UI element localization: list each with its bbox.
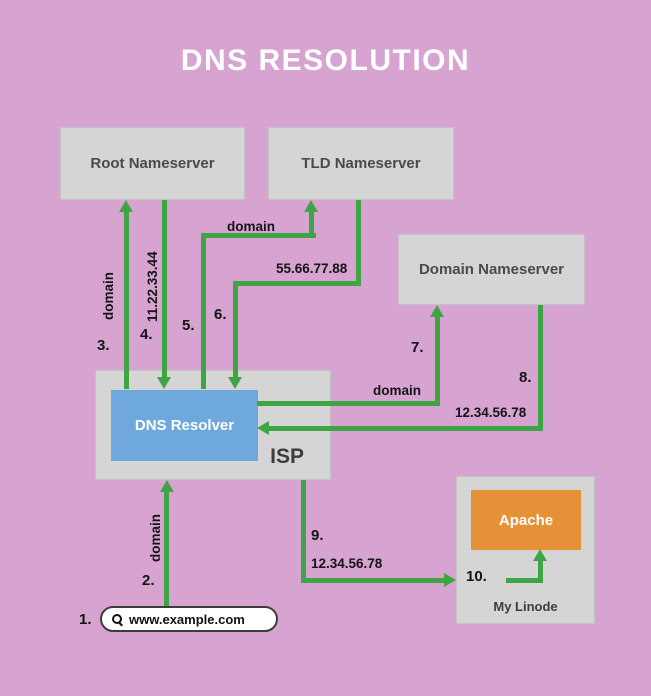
arrow-step2-head — [160, 480, 174, 492]
step-2-number: 2. — [142, 572, 155, 589]
arrow-step7-line-vertical — [435, 317, 440, 406]
my-linode-box: Apache My Linode — [456, 476, 595, 624]
domain-nameserver-label: Domain Nameserver — [418, 261, 565, 278]
apache-label: Apache — [498, 511, 554, 529]
arrow-step9-line-vertical — [301, 480, 306, 583]
search-input[interactable]: www.example.com — [100, 606, 278, 632]
step-8-number: 8. — [519, 369, 532, 386]
search-value: www.example.com — [129, 611, 245, 627]
arrow-step6-line-horizontal — [233, 281, 361, 286]
step-7-number: 7. — [411, 339, 424, 356]
step-7-arrow-label: domain — [373, 383, 422, 398]
arrow-step8-head — [257, 421, 269, 435]
arrow-step9-line-horizontal — [301, 578, 444, 583]
arrow-step5-line-up — [309, 212, 314, 238]
arrow-step9-head — [444, 573, 456, 587]
step-2-arrow-label: domain — [148, 513, 163, 562]
root-nameserver-box: Root Nameserver — [60, 127, 245, 200]
my-linode-label: My Linode — [493, 599, 558, 614]
step-5-number: 5. — [182, 317, 195, 334]
arrow-step10-line-vertical — [538, 560, 543, 583]
dns-resolver-label: DNS Resolver — [134, 417, 235, 434]
arrow-step10-line-horizontal — [506, 578, 543, 583]
arrow-step8-line-horizontal — [269, 426, 543, 431]
step-9-arrow-label: 12.34.56.78 — [311, 556, 383, 571]
step-4-arrow-label: 11.22.33.44 — [145, 251, 160, 322]
step-8-arrow-label: 12.34.56.78 — [455, 405, 527, 420]
arrow-step4-line — [162, 200, 167, 377]
arrow-step5-line-horizontal — [201, 233, 316, 238]
step-6-number: 6. — [214, 306, 227, 323]
arrow-step6-line-down — [356, 200, 361, 286]
step-5-arrow-label: domain — [227, 219, 276, 234]
arrow-step5-line-vertical — [201, 233, 206, 389]
step-6-arrow-label: 55.66.77.88 — [276, 261, 348, 276]
domain-nameserver-box: Domain Nameserver — [398, 234, 585, 305]
tld-nameserver-box: TLD Nameserver — [268, 127, 454, 200]
arrow-step7-head — [430, 305, 444, 317]
arrow-step10-head — [533, 549, 547, 561]
step-9-number: 9. — [311, 527, 324, 544]
isp-label: ISP — [270, 445, 304, 468]
page-title: DNS RESOLUTION — [180, 44, 471, 77]
arrow-step2-line — [164, 492, 169, 608]
arrow-step6-line-vertical — [233, 281, 238, 377]
arrow-step6-head — [228, 377, 242, 389]
arrow-step4-head — [157, 377, 171, 389]
arrow-step3-line — [124, 212, 129, 389]
tld-nameserver-label: TLD Nameserver — [301, 155, 421, 172]
arrow-step8-line-vertical — [538, 305, 543, 431]
step-1-number: 1. — [79, 611, 92, 628]
step-3-number: 3. — [97, 337, 110, 354]
arrow-step7-line-horizontal — [257, 401, 440, 406]
apache-box: Apache — [471, 490, 581, 550]
step-10-number: 10. — [466, 568, 487, 585]
step-3-arrow-label: domain — [101, 271, 116, 320]
dns-resolver-box: DNS Resolver — [111, 390, 258, 461]
isp-box: DNS Resolver ISP — [95, 370, 331, 480]
arrow-step5-head — [304, 200, 318, 212]
arrow-step3-head — [119, 200, 133, 212]
search-icon — [112, 614, 122, 624]
step-4-number: 4. — [140, 326, 153, 343]
root-nameserver-label: Root Nameserver — [90, 155, 215, 172]
